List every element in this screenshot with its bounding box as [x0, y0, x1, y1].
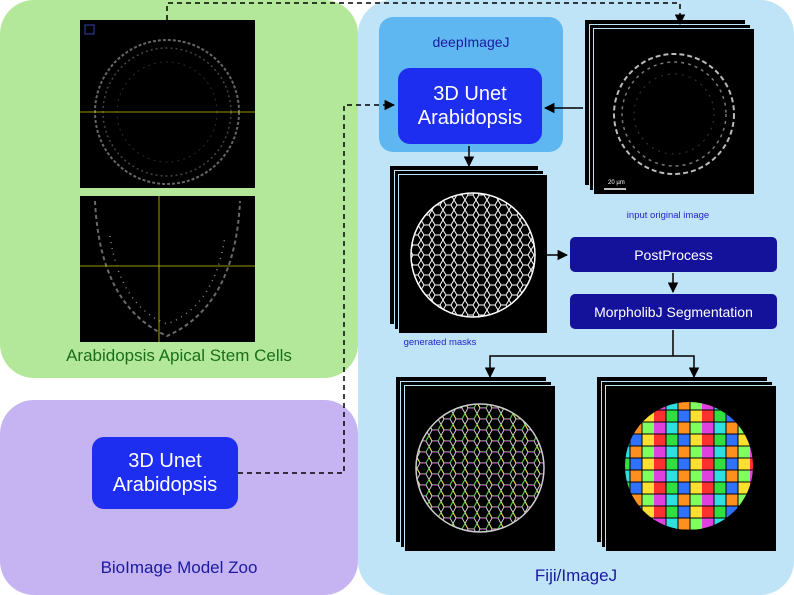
generated-masks-caption: generated masks — [403, 337, 477, 348]
fiji-imagej-title: Fiji/ImageJ — [534, 566, 618, 585]
scale-bar-label: 20 µm — [608, 180, 625, 186]
morpholibj-segmentation-button[interactable]: MorpholibJ Segmentation — [570, 294, 777, 329]
deepimagej-model-line1: 3D Unet — [433, 83, 507, 105]
label-map-stack — [597, 377, 777, 557]
label-map-front — [605, 385, 776, 551]
overlay-segmentation-drawing — [415, 403, 545, 533]
overlay-segmentation-front — [404, 385, 555, 551]
xy-slice-drawing — [80, 24, 255, 185]
overlay-segmentation-stack — [396, 377, 556, 557]
deepimagej-title: deepImageJ — [432, 34, 510, 50]
arabidopsis-panel-title: Arabidopsis Apical Stem Cells — [66, 346, 292, 365]
postprocess-button[interactable]: PostProcess — [570, 237, 777, 272]
deepimagej-model-line2: Arabidopsis — [417, 107, 523, 129]
generated-masks-drawing — [410, 192, 536, 318]
morpholibj-to-outputs-arrows — [489, 330, 695, 376]
xy-slice-image — [80, 20, 255, 188]
zoo-to-deepimagej-arrow — [238, 99, 396, 474]
input-image-stack: 20 µm — [585, 20, 760, 198]
dataset-to-input-arrow — [166, 2, 686, 26]
generated-masks-front — [398, 174, 547, 333]
input-image-drawing: 20 µm — [604, 53, 735, 190]
xz-slice-drawing — [80, 196, 255, 342]
input-image-caption: input original image — [626, 210, 710, 221]
generated-masks-stack — [390, 166, 550, 336]
input-image-front: 20 µm — [593, 28, 754, 194]
xz-slice-image — [80, 196, 255, 342]
zoo-model-line2: Arabidopsis — [112, 474, 218, 496]
zoo-model-line1: 3D Unet — [128, 450, 202, 472]
label-map-drawing — [625, 402, 753, 530]
bioimage-model-zoo-title: BioImage Model Zoo — [100, 558, 258, 577]
